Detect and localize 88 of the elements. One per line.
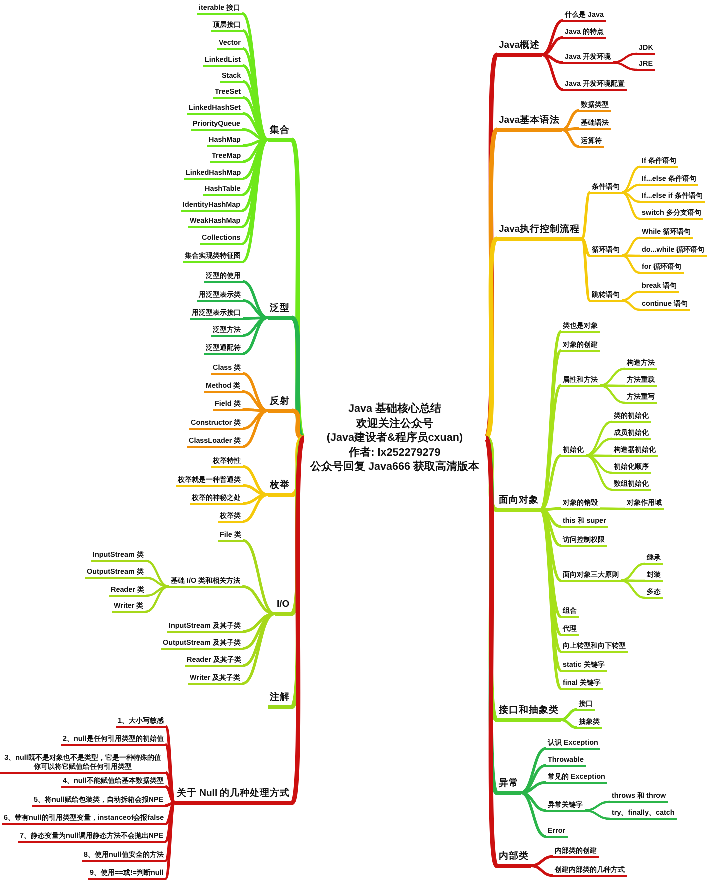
- branch-line: [622, 254, 640, 258]
- branch-line: [242, 138, 269, 245]
- branch-line: [242, 494, 268, 524]
- branch-line: [586, 454, 612, 458]
- branch-line: [584, 800, 610, 812]
- branch-line: [520, 747, 546, 794]
- branch-topic: 异常: [497, 778, 521, 795]
- branch-topic: 注解: [268, 692, 292, 709]
- branch-line: [292, 408, 304, 440]
- branch-line: [146, 560, 170, 588]
- title-line: 作者: lx252279279: [348, 446, 442, 460]
- branch-line: [290, 139, 306, 439]
- branch-topic: Java基本语法: [497, 115, 562, 132]
- branch-topic: Java概述: [497, 40, 542, 57]
- branch-line: [242, 484, 268, 496]
- branch-topic: 泛型: [268, 303, 292, 320]
- branch-topic: 内部类: [497, 851, 531, 868]
- branch-topic: 枚举: [268, 480, 292, 497]
- branch-line: [242, 585, 276, 616]
- branch-line: [242, 410, 268, 448]
- branch-topic: 面向对象: [497, 495, 541, 512]
- branch-line: [542, 36, 564, 56]
- branch-line: [560, 718, 578, 730]
- branch-line: [484, 238, 499, 440]
- branch-line: [622, 300, 640, 312]
- branch-line: [542, 54, 564, 92]
- branch-line: [581, 238, 591, 257]
- branch-topic: 接口和抽象类: [497, 705, 561, 722]
- branch-line: [165, 802, 176, 808]
- title-line: (Java建设者&程序员cxuan): [326, 431, 464, 446]
- branch-line: [622, 192, 640, 220]
- branch-line: [622, 236, 640, 257]
- branch-line: [242, 539, 276, 616]
- branch-line: [164, 744, 176, 804]
- branch-line: [242, 138, 269, 263]
- branch-line: [484, 437, 500, 867]
- branch-line: [242, 465, 268, 496]
- branch-line: [145, 586, 170, 614]
- branch-line: [560, 708, 578, 722]
- branch-line: [600, 508, 625, 510]
- branch-topic: 反射: [268, 396, 292, 413]
- branch-line: [562, 127, 580, 132]
- branch-line: [242, 316, 268, 356]
- branch-line: [584, 810, 610, 820]
- branch-line: [520, 792, 546, 838]
- branch-line: [581, 238, 592, 302]
- branch-line: [242, 280, 268, 320]
- branch-line: [612, 52, 638, 64]
- branch-line: [562, 128, 580, 148]
- branch-line: [242, 138, 268, 196]
- title-line: 欢迎关注公众号: [355, 416, 434, 431]
- branch-line: [562, 109, 580, 132]
- branch-line: [622, 254, 640, 274]
- branch-line: [586, 454, 612, 474]
- branch-line: [612, 62, 638, 72]
- branch-line: [242, 494, 268, 506]
- branch-line: [586, 420, 612, 457]
- branch-line: [622, 166, 640, 194]
- branch-line: [530, 864, 554, 878]
- branch-topic: 集合: [268, 125, 292, 142]
- branch-line: [620, 580, 646, 600]
- branch-line: [290, 437, 306, 804]
- branch-line: [620, 562, 646, 582]
- branch-line: [164, 802, 176, 843]
- branch-line: [581, 192, 592, 240]
- branch-line: [164, 802, 176, 862]
- branch-line: [600, 384, 626, 404]
- branch-line: [520, 764, 546, 794]
- branch-line: [146, 586, 170, 598]
- branch-line: [542, 19, 564, 56]
- branch-line: [164, 802, 176, 880]
- title-line: Java 基础核心总结: [347, 402, 443, 416]
- branch-line: [622, 290, 640, 302]
- branch-line: [242, 96, 268, 142]
- title-line: 公众号回复 Java666 获取高清版本: [309, 460, 481, 474]
- branch-line: [146, 576, 170, 588]
- branch-line: [242, 372, 268, 412]
- branch-line: [621, 580, 645, 582]
- branch-topic: Java执行控制流程: [497, 224, 582, 241]
- branch-line: [542, 54, 564, 64]
- branch-topic: 关于 Null 的几种处理方式: [175, 788, 292, 805]
- branch-line: [242, 612, 276, 686]
- branch-topic: I/O: [275, 599, 292, 616]
- branch-line: [622, 192, 640, 204]
- branch-line: [586, 454, 612, 492]
- branch-line: [600, 384, 625, 388]
- branch-line: [530, 855, 554, 868]
- branch-line: [242, 80, 269, 142]
